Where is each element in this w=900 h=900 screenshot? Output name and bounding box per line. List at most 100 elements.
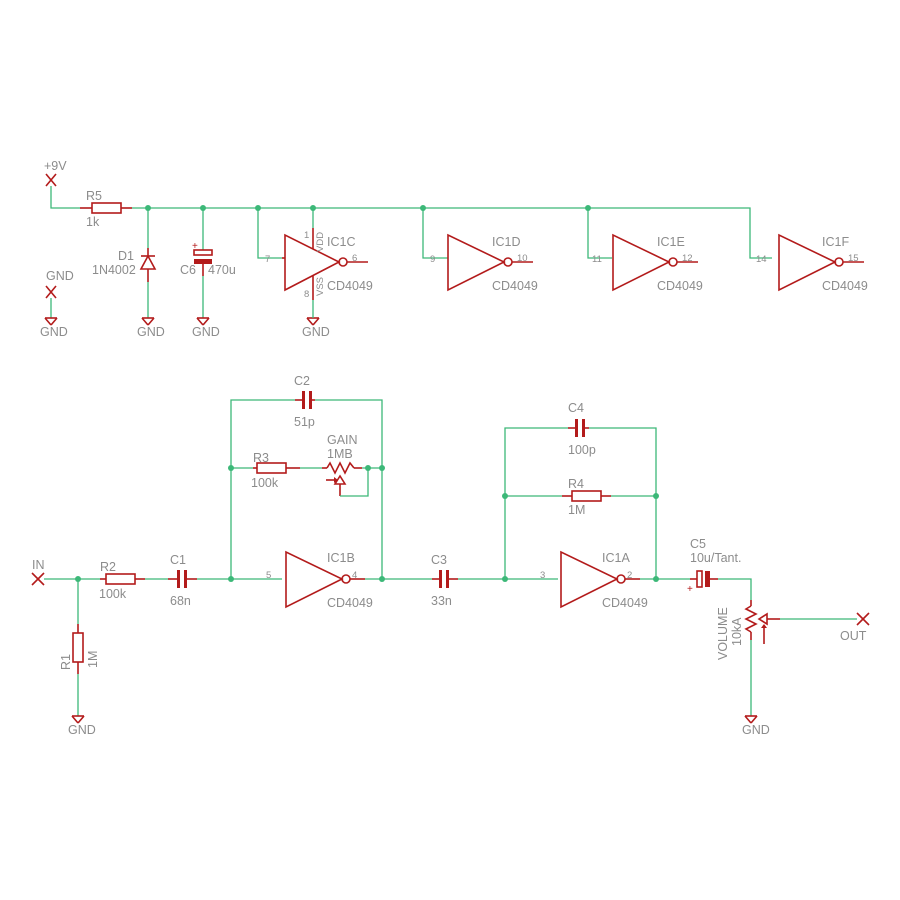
ic1a-ref: IC1A xyxy=(602,551,630,565)
volume-value: 10kA xyxy=(730,617,744,646)
ic1f-pin-out: 15 xyxy=(848,253,859,264)
resistor-r1[interactable] xyxy=(72,624,84,674)
ic1b-pin-out: 4 xyxy=(352,570,357,581)
inverter-ic1e[interactable] xyxy=(612,233,698,292)
gnd-symbol xyxy=(44,317,58,326)
in-port[interactable] xyxy=(31,572,45,586)
c4-ref: C4 xyxy=(568,401,584,415)
c5-value: 10u/Tant. xyxy=(690,551,741,565)
wire-fb-left-c4 xyxy=(504,427,568,579)
ic1c-pin-in: 7 xyxy=(265,254,270,265)
ic1c-ref: IC1C xyxy=(327,235,355,249)
ic1d-ref: IC1D xyxy=(492,235,520,249)
ic1c-vss-label: VSS xyxy=(315,277,326,296)
ic1d-pin-out: 10 xyxy=(517,253,528,264)
capacitor-c3[interactable] xyxy=(432,570,458,588)
wire-supply-rail xyxy=(132,207,772,259)
in-port-label: IN xyxy=(32,558,45,572)
ic1e-value: CD4049 xyxy=(657,279,703,293)
r3-ref: R3 xyxy=(253,451,269,465)
volume-ref: VOLUME xyxy=(716,607,730,660)
ic1f-value: CD4049 xyxy=(822,279,868,293)
wire-c5-volume xyxy=(718,578,752,600)
gnd-label: GND xyxy=(742,723,770,737)
resistor-r4[interactable] xyxy=(562,490,611,502)
ic1a-pin-out: 2 xyxy=(627,570,632,581)
vplus-port[interactable] xyxy=(45,173,57,187)
wire-fb-right-c2 xyxy=(315,399,383,579)
r5-ref: R5 xyxy=(86,189,102,203)
gnd-label: GND xyxy=(40,325,68,339)
gnd-symbol xyxy=(141,317,155,326)
ic1a-pin-in: 3 xyxy=(540,570,545,581)
ic1e-pin-out: 12 xyxy=(682,253,693,264)
wire-fb-left-c2 xyxy=(230,399,295,579)
gnd-port-label: GND xyxy=(46,269,74,283)
ic1a-value: CD4049 xyxy=(602,596,648,610)
junction xyxy=(379,465,385,471)
inverter-ic1a[interactable] xyxy=(560,550,640,609)
potentiometer-volume[interactable] xyxy=(744,600,780,644)
out-port[interactable] xyxy=(856,612,870,626)
junction xyxy=(653,493,659,499)
gnd-symbol xyxy=(306,317,320,326)
junction xyxy=(365,465,371,471)
wire-rail-ic1d-in xyxy=(422,208,448,259)
diode-d1[interactable] xyxy=(139,248,157,282)
ic1c-pin-vdd: 1 xyxy=(304,230,309,241)
resistor-r2[interactable] xyxy=(100,573,145,585)
resistor-r3[interactable] xyxy=(253,462,300,474)
r4-ref: R4 xyxy=(568,477,584,491)
junction xyxy=(585,205,591,211)
c6-ref: C6 xyxy=(180,263,196,277)
out-port-label: OUT xyxy=(840,629,867,643)
gain-ref: GAIN xyxy=(327,433,358,447)
inverter-ic1b[interactable] xyxy=(285,550,365,609)
capacitor-c2[interactable] xyxy=(295,391,315,409)
ic1e-ref: IC1E xyxy=(657,235,685,249)
capacitor-c4[interactable] xyxy=(568,419,589,437)
inverter-ic1d[interactable] xyxy=(447,233,533,292)
gnd-symbol xyxy=(196,317,210,326)
junction xyxy=(502,493,508,499)
inverter-ic1f[interactable] xyxy=(778,233,864,292)
capacitor-c1[interactable] xyxy=(168,570,197,588)
ic1c-vdd-label: VDD xyxy=(315,232,326,252)
gnd-symbol xyxy=(71,715,85,724)
ic1d-value: CD4049 xyxy=(492,279,538,293)
capacitor-c6[interactable]: + xyxy=(192,241,213,276)
c6-plus-mark: + xyxy=(192,241,198,252)
ic1f-ref: IC1F xyxy=(822,235,849,249)
wire-fb-right-c4 xyxy=(589,427,657,579)
c3-ref: C3 xyxy=(431,553,447,567)
ic1b-value: CD4049 xyxy=(327,596,373,610)
c6-value: 470u xyxy=(208,263,236,277)
gnd-port[interactable] xyxy=(45,285,57,299)
r2-value: 100k xyxy=(99,587,127,601)
resistor-r5[interactable] xyxy=(80,202,132,214)
capacitor-c5[interactable]: + xyxy=(687,570,718,595)
r1-value: 1M xyxy=(86,651,100,668)
gnd-label: GND xyxy=(302,325,330,339)
c5-plus-mark: + xyxy=(687,584,693,595)
gnd-label: GND xyxy=(192,325,220,339)
r5-value: 1k xyxy=(86,215,100,229)
inverter-ic1c[interactable] xyxy=(282,228,368,300)
r3-value: 100k xyxy=(251,476,279,490)
vplus-label: +9V xyxy=(44,159,67,173)
junction xyxy=(228,465,234,471)
wire-rail-ic1e-in xyxy=(587,208,612,259)
gnd-label: GND xyxy=(68,723,96,737)
wire-rail-ic1c-in xyxy=(257,208,282,259)
c5-ref: C5 xyxy=(690,537,706,551)
gain-value: 1MB xyxy=(327,447,353,461)
potentiometer-gain[interactable] xyxy=(322,461,362,496)
junction xyxy=(379,576,385,582)
d1-ref: D1 xyxy=(118,249,134,263)
ic1b-pin-in: 5 xyxy=(266,570,271,581)
d1-value: 1N4002 xyxy=(92,263,136,277)
r1-ref: R1 xyxy=(59,654,73,670)
c1-ref: C1 xyxy=(170,553,186,567)
ic1c-value: CD4049 xyxy=(327,279,373,293)
